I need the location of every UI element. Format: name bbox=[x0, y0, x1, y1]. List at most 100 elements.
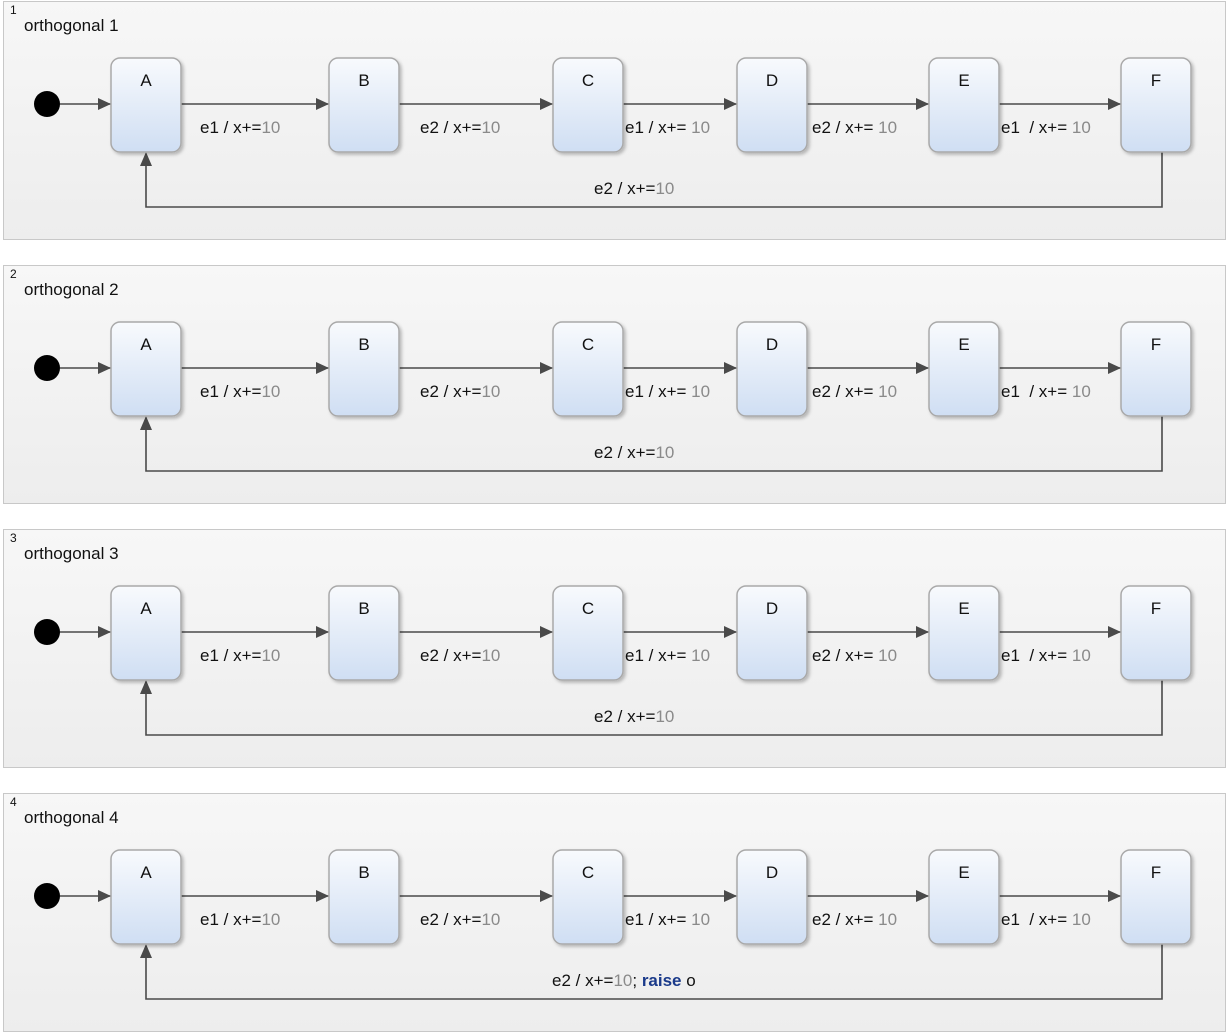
label-number: 10 bbox=[613, 971, 632, 990]
label-text: e2 / x+= bbox=[812, 646, 878, 665]
transition-label: e1 / x+= 10 bbox=[1001, 118, 1091, 137]
transition-B-C[interactable] bbox=[399, 890, 553, 902]
state-C[interactable]: C bbox=[552, 321, 624, 417]
transition-F-A[interactable] bbox=[140, 944, 1163, 1000]
state-F[interactable]: F bbox=[1120, 57, 1192, 153]
region-title: orthogonal 1 bbox=[24, 16, 119, 35]
label-text: e2 / x+= bbox=[552, 971, 614, 990]
label-number: 10 bbox=[481, 910, 500, 929]
transition-D-E[interactable] bbox=[807, 890, 929, 902]
transition-B-C[interactable] bbox=[399, 362, 553, 374]
transition-E-F[interactable] bbox=[999, 98, 1121, 110]
state-E[interactable]: E bbox=[928, 57, 1000, 153]
state-C[interactable]: C bbox=[552, 57, 624, 153]
state-A[interactable]: A bbox=[110, 849, 182, 945]
label-text: e2 / x+= bbox=[594, 707, 656, 726]
state-A[interactable]: A bbox=[110, 585, 182, 681]
label-number: 10 bbox=[655, 179, 674, 198]
transition-label: e1 / x+= 10 bbox=[1001, 646, 1091, 665]
state-D[interactable]: D bbox=[736, 57, 808, 153]
transition-B-C[interactable] bbox=[399, 98, 553, 110]
transition-C-D[interactable] bbox=[623, 626, 737, 638]
transition-C-D[interactable] bbox=[623, 98, 737, 110]
label-number: 10 bbox=[261, 646, 280, 665]
transition-E-F[interactable] bbox=[999, 890, 1121, 902]
transition-A-B[interactable] bbox=[181, 362, 329, 374]
state-B[interactable]: B bbox=[328, 321, 400, 417]
label-number: 10 bbox=[691, 910, 710, 929]
initial-state[interactable] bbox=[34, 91, 60, 117]
initial-transition[interactable] bbox=[60, 362, 111, 374]
transition-F-A[interactable] bbox=[140, 152, 1163, 208]
initial-transition[interactable] bbox=[60, 626, 111, 638]
transition-F-A[interactable] bbox=[140, 416, 1163, 472]
label-text: e2 / x+= bbox=[420, 646, 482, 665]
label-number: 10 bbox=[481, 118, 500, 137]
state-name: C bbox=[582, 335, 594, 354]
initial-transition[interactable] bbox=[60, 890, 111, 902]
label-number: 10 bbox=[878, 646, 897, 665]
label-number: 10 bbox=[1072, 118, 1091, 137]
transition-label: e2 / x+=10 bbox=[420, 382, 500, 401]
transition-A-B[interactable] bbox=[181, 626, 329, 638]
state-D[interactable]: D bbox=[736, 849, 808, 945]
transition-C-D[interactable] bbox=[623, 890, 737, 902]
label-text: e2 / x+= bbox=[594, 443, 656, 462]
transition-D-E[interactable] bbox=[807, 362, 929, 374]
state-B[interactable]: B bbox=[328, 57, 400, 153]
label-number: 10 bbox=[878, 382, 897, 401]
label-text: e1 / x+= bbox=[1001, 118, 1072, 137]
state-name: E bbox=[958, 335, 969, 354]
transition-D-E[interactable] bbox=[807, 98, 929, 110]
state-B[interactable]: B bbox=[328, 849, 400, 945]
label-text: e2 / x+= bbox=[812, 382, 878, 401]
transition-D-E[interactable] bbox=[807, 626, 929, 638]
transition-E-F[interactable] bbox=[999, 626, 1121, 638]
state-E[interactable]: E bbox=[928, 849, 1000, 945]
label-number: 10 bbox=[878, 910, 897, 929]
label-text: e1 / x+= bbox=[625, 910, 691, 929]
region-index: 3 bbox=[10, 531, 17, 545]
transition-B-C[interactable] bbox=[399, 626, 553, 638]
transition-F-A[interactable] bbox=[140, 680, 1163, 736]
initial-state[interactable] bbox=[34, 883, 60, 909]
back-transition-label: e2 / x+=10 bbox=[594, 443, 674, 462]
label-text: ; bbox=[632, 971, 641, 990]
state-F[interactable]: F bbox=[1120, 849, 1192, 945]
state-name: F bbox=[1151, 71, 1161, 90]
transition-label: e1 / x+= 10 bbox=[625, 646, 710, 665]
transition-label: e1 / x+= 10 bbox=[625, 910, 710, 929]
state-C[interactable]: C bbox=[552, 585, 624, 681]
initial-state[interactable] bbox=[34, 619, 60, 645]
state-D[interactable]: D bbox=[736, 321, 808, 417]
transition-label: e1 / x+=10 bbox=[200, 910, 280, 929]
transition-A-B[interactable] bbox=[181, 98, 329, 110]
state-F[interactable]: F bbox=[1120, 321, 1192, 417]
state-name: E bbox=[958, 71, 969, 90]
state-E[interactable]: E bbox=[928, 321, 1000, 417]
initial-transition[interactable] bbox=[60, 98, 111, 110]
transition-A-B[interactable] bbox=[181, 890, 329, 902]
state-A[interactable]: A bbox=[110, 57, 182, 153]
state-name: A bbox=[140, 599, 152, 618]
state-E[interactable]: E bbox=[928, 585, 1000, 681]
state-name: F bbox=[1151, 599, 1161, 618]
label-number: 10 bbox=[878, 118, 897, 137]
state-F[interactable]: F bbox=[1120, 585, 1192, 681]
initial-state[interactable] bbox=[34, 355, 60, 381]
state-B[interactable]: B bbox=[328, 585, 400, 681]
state-D[interactable]: D bbox=[736, 585, 808, 681]
state-A[interactable]: A bbox=[110, 321, 182, 417]
label-number: 10 bbox=[481, 382, 500, 401]
state-name: C bbox=[582, 71, 594, 90]
label-text: e1 / x+= bbox=[200, 382, 262, 401]
transition-C-D[interactable] bbox=[623, 362, 737, 374]
region-index: 4 bbox=[10, 795, 17, 809]
state-C[interactable]: C bbox=[552, 849, 624, 945]
transition-E-F[interactable] bbox=[999, 362, 1121, 374]
transition-label: e1 / x+=10 bbox=[200, 382, 280, 401]
label-number: 10 bbox=[1072, 646, 1091, 665]
